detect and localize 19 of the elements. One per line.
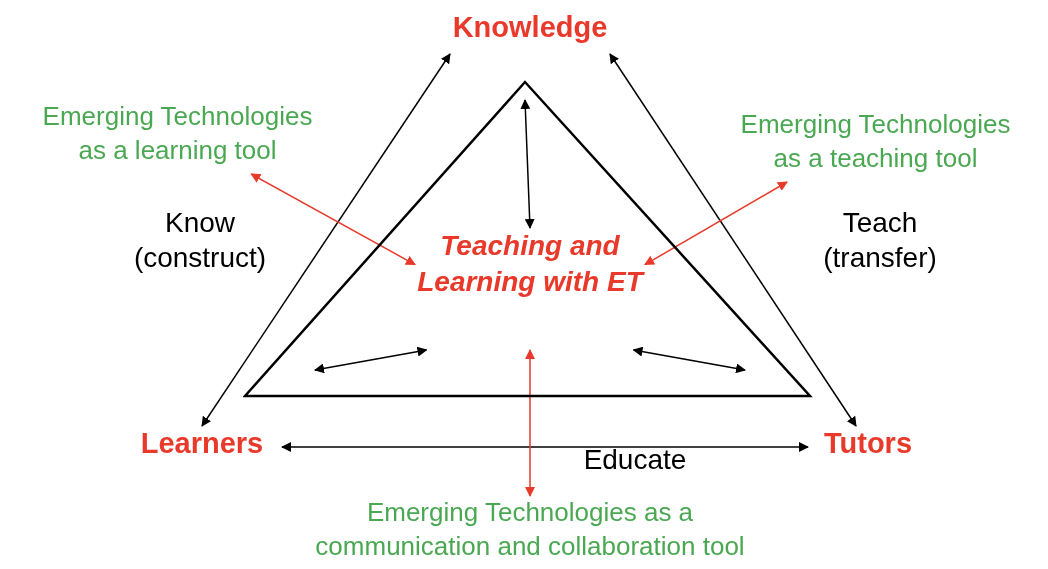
- double-arrow: [250, 173, 416, 266]
- edge-label: Educate: [582, 443, 688, 477]
- double-arrow: [609, 53, 857, 427]
- double-arrow: [525, 349, 535, 497]
- double-arrow: [281, 442, 809, 452]
- double-arrow: [314, 346, 428, 374]
- callout-text: Emerging Technologies as a teaching tool: [739, 108, 1012, 175]
- corner-label: Learners: [139, 426, 265, 461]
- double-arrow: [632, 346, 746, 374]
- edge-label: Teach (transfer): [822, 206, 938, 275]
- double-arrow: [201, 53, 451, 427]
- callout-text: Emerging Technologies as a learning tool: [41, 100, 314, 167]
- double-arrow: [520, 99, 535, 229]
- corner-label: Knowledge: [451, 10, 609, 45]
- edge-label: Know (construct): [132, 206, 268, 275]
- center-text: Teaching and Learning with ET: [416, 229, 645, 300]
- callout-text: Emerging Technologies as a communication and collaboration tool: [314, 496, 746, 563]
- corner-label: Tutors: [822, 426, 914, 461]
- double-arrow: [644, 181, 788, 266]
